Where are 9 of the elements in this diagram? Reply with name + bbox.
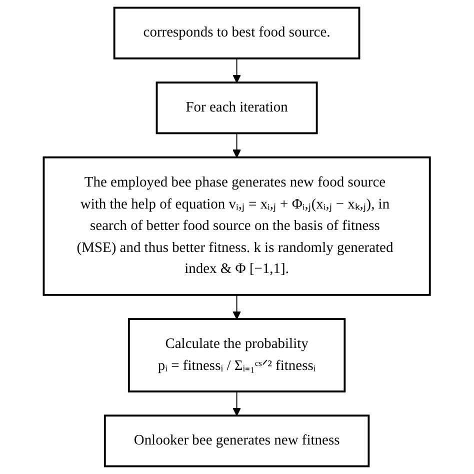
node-box: corresponds to best food source. (114, 6, 360, 60)
node-box: The employed bee phase generates new food source with the help of equation vᵢ,ⱼ = xᵢ,ⱼ + Φᵢ,ⱼ(xᵢ,ⱼ − xₖ,ⱼ), in search of better food source on the basis of fitness (MSE) and thus better fitness. k is randomly generated index & Φ [−1,1]. (42, 156, 432, 296)
arrow (232, 390, 242, 416)
arrow (232, 294, 242, 320)
node-box: Calculate the probability pᵢ = fitnessᵢ / Σᵢ₌₁ᶜˢᐟ² fitnessᵢ (128, 318, 346, 392)
arrow (232, 132, 242, 158)
node-box: For each iteration (156, 82, 318, 134)
arrow (232, 58, 242, 83)
node-box: Onlooker bee generates new fitness (104, 414, 370, 468)
